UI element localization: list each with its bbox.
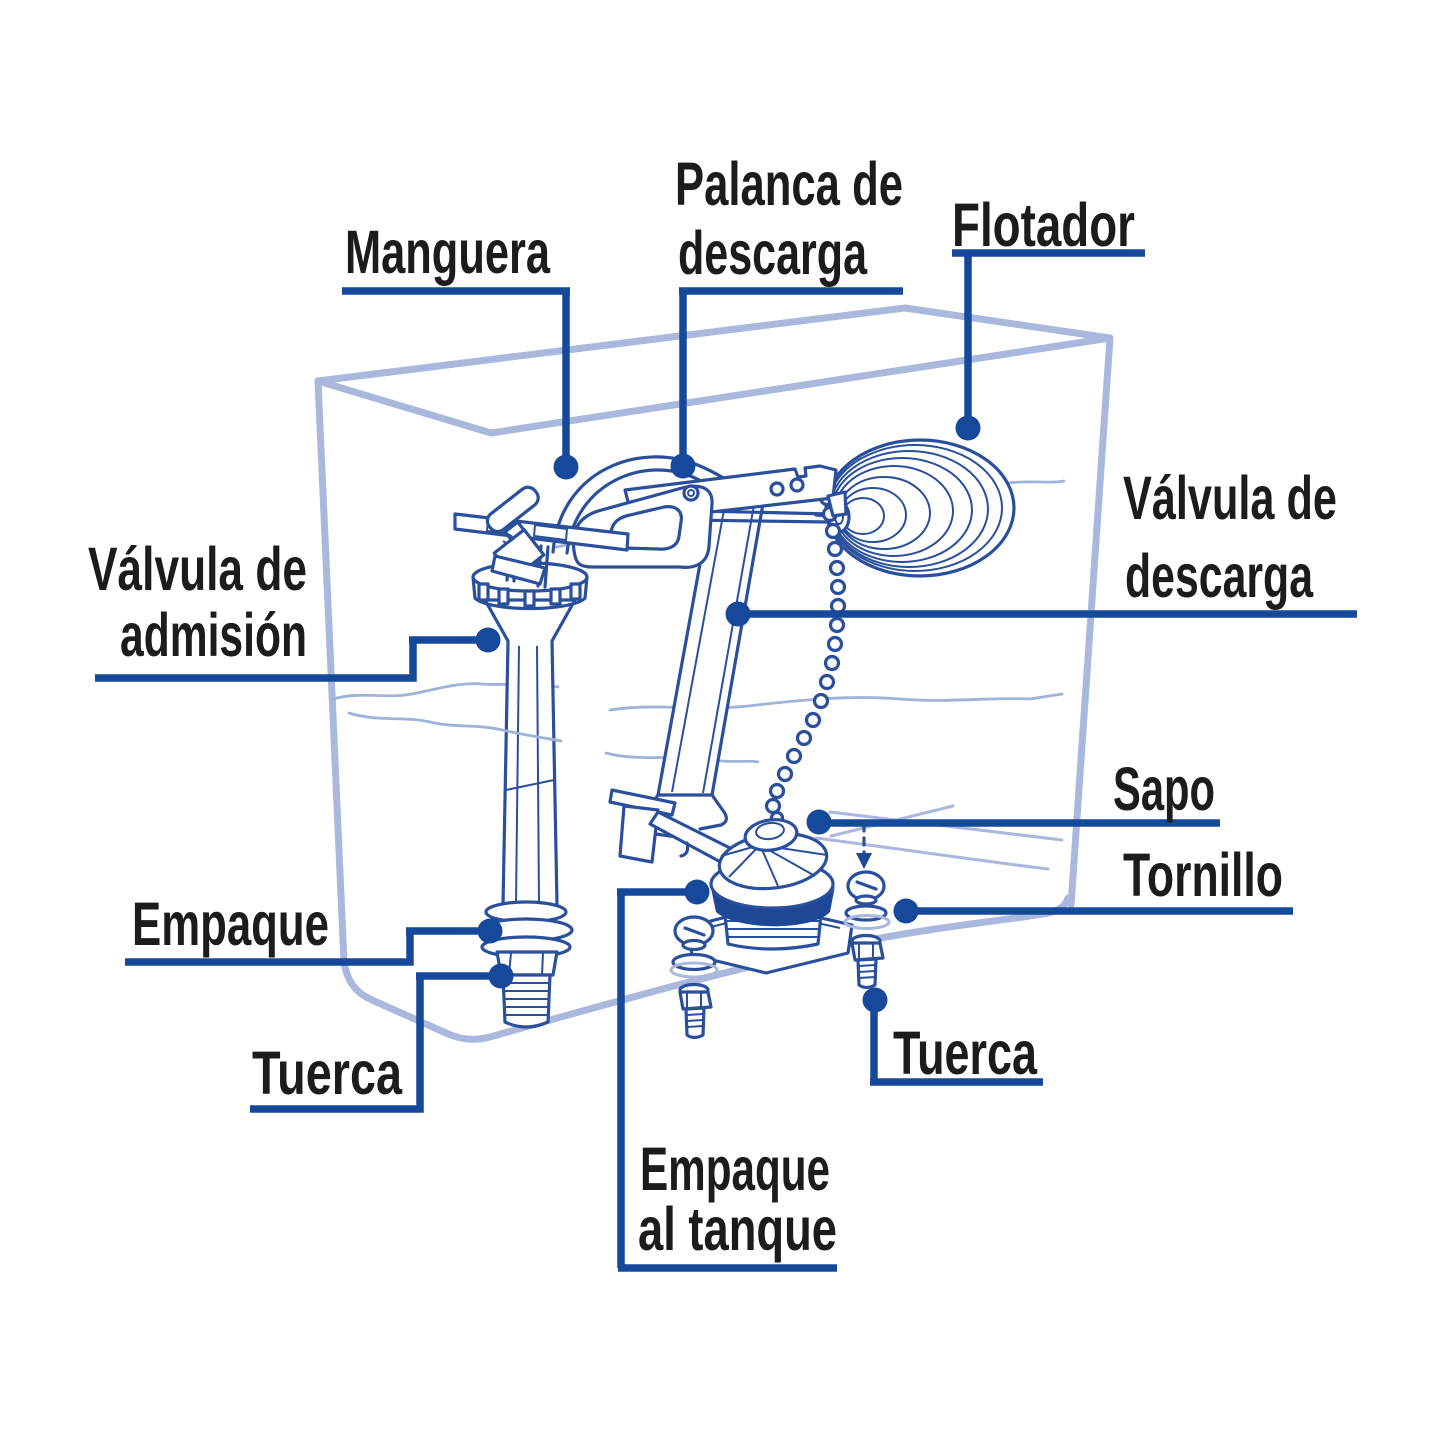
label-palanca-descarga-line2: descarga: [678, 219, 868, 287]
leader-sapo: [806, 809, 1220, 835]
leader-dot: [862, 987, 888, 1013]
leader-dot: [725, 601, 751, 627]
leader-dot: [553, 454, 579, 480]
leader-valvula-admision: [95, 627, 501, 682]
label-sapo: Sapo: [1113, 755, 1215, 823]
fulcrum-bracket-art: [571, 484, 714, 569]
leader-dot: [477, 918, 503, 944]
label-empaque: Empaque: [132, 890, 329, 958]
label-flotador: Flotador: [952, 191, 1135, 259]
tank-inner-edges: [814, 836, 1050, 871]
leader-tuerca-derecha: [862, 987, 1043, 1086]
chain-art: [764, 474, 847, 826]
label-tuerca-izquierda: Tuerca: [252, 1039, 403, 1107]
labels: Manguera Palanca de descarga Flotador Vá…: [88, 150, 1337, 1263]
leader-empaque: [125, 918, 503, 966]
label-empaque-al-tanque-line2: al tanque: [638, 1195, 837, 1263]
water-line-front: [347, 711, 563, 743]
leader-dot: [955, 415, 981, 441]
leader-dot: [893, 898, 919, 924]
leader-dot: [684, 879, 710, 905]
label-manguera: Manguera: [345, 218, 551, 286]
label-empaque-al-tanque-line1: Empaque: [640, 1135, 830, 1203]
label-valvula-admision-line1: Válvula de: [88, 535, 307, 603]
label-tuerca-derecha: Tuerca: [893, 1019, 1038, 1087]
bolt-left-art: [669, 915, 719, 1040]
label-palanca-descarga-line1: Palanca de: [675, 150, 903, 218]
leader-flotador: [952, 249, 1145, 441]
rod-clevis-art: [826, 490, 848, 518]
fill-valve-art: [453, 485, 630, 1029]
leader-tornillo: [893, 898, 1293, 924]
float-screw-knob-art: [485, 485, 540, 534]
label-tornillo: Tornillo: [1123, 841, 1283, 909]
leader-dot: [806, 809, 832, 835]
label-valvula-admision-line2: admisión: [120, 601, 307, 669]
leader-tuerca-izquierda: [250, 963, 514, 1113]
leader-dot: [475, 627, 501, 653]
leader-empaque-al-tanque: [617, 879, 837, 1272]
leader-manguera: [342, 287, 579, 480]
flapper-seal-art: [711, 886, 835, 927]
bolt-right-art: [843, 822, 891, 990]
label-valvula-descarga-line1: Válvula de: [1123, 464, 1337, 532]
flapper-art: [608, 788, 854, 975]
leader-dot: [488, 963, 514, 989]
leader-dot: [670, 453, 696, 479]
leader-lines: [95, 249, 1357, 1272]
leader-palanca: [670, 287, 903, 479]
hook-detail-art: [679, 841, 690, 858]
label-valvula-descarga-line2: descarga: [1125, 542, 1314, 610]
leader-valvula-descarga: [725, 601, 1357, 627]
